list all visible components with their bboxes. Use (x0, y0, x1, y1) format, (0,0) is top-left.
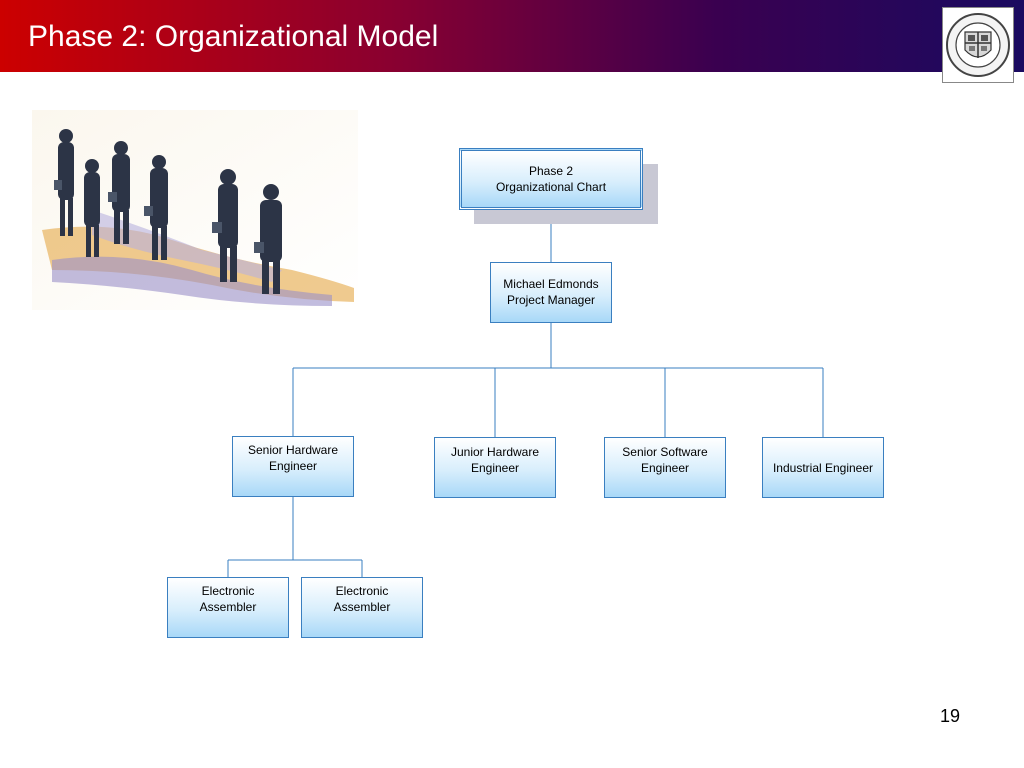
assembler-1-line-1: Electronic (201, 584, 255, 598)
industrial-engineer-node: Industrial Engineer (762, 437, 884, 498)
project-manager-node: Michael Edmonds Project Manager (490, 262, 612, 323)
business-people-illustration (32, 110, 358, 310)
university-seal-icon (942, 7, 1014, 83)
root-line-1: Phase 2 (528, 164, 574, 178)
engineer-1-line-2: Engineer (268, 459, 318, 473)
assembler-2-line-1: Electronic (335, 584, 389, 598)
title-bar: Phase 2: Organizational Model (0, 0, 1024, 72)
assembler-1-line-2: Assembler (199, 600, 257, 614)
engineer-2-line-2: Engineer (470, 461, 520, 475)
manager-role: Project Manager (506, 293, 596, 307)
slide-title: Phase 2: Organizational Model (28, 20, 439, 53)
root-line-2: Organizational Chart (495, 180, 607, 194)
assembler-2-line-2: Assembler (333, 600, 391, 614)
page-number: 19 (939, 706, 961, 726)
org-chart-root-node: Phase 2 Organizational Chart (459, 148, 643, 210)
engineer-3-line-1: Senior Software (622, 445, 708, 459)
engineer-4-line-1: Industrial Engineer (772, 461, 874, 475)
senior-software-engineer-node: Senior Software Engineer (604, 437, 726, 498)
senior-hardware-engineer-node: Senior Hardware Engineer (232, 436, 354, 497)
engineer-1-line-1: Senior Hardware (247, 443, 339, 457)
engineer-2-line-1: Junior Hardware (450, 445, 540, 459)
manager-name: Michael Edmonds (503, 277, 599, 291)
engineer-3-line-2: Engineer (640, 461, 690, 475)
junior-hardware-engineer-node: Junior Hardware Engineer (434, 437, 556, 498)
electronic-assembler-node-2: Electronic Assembler (301, 577, 423, 638)
electronic-assembler-node-1: Electronic Assembler (167, 577, 289, 638)
